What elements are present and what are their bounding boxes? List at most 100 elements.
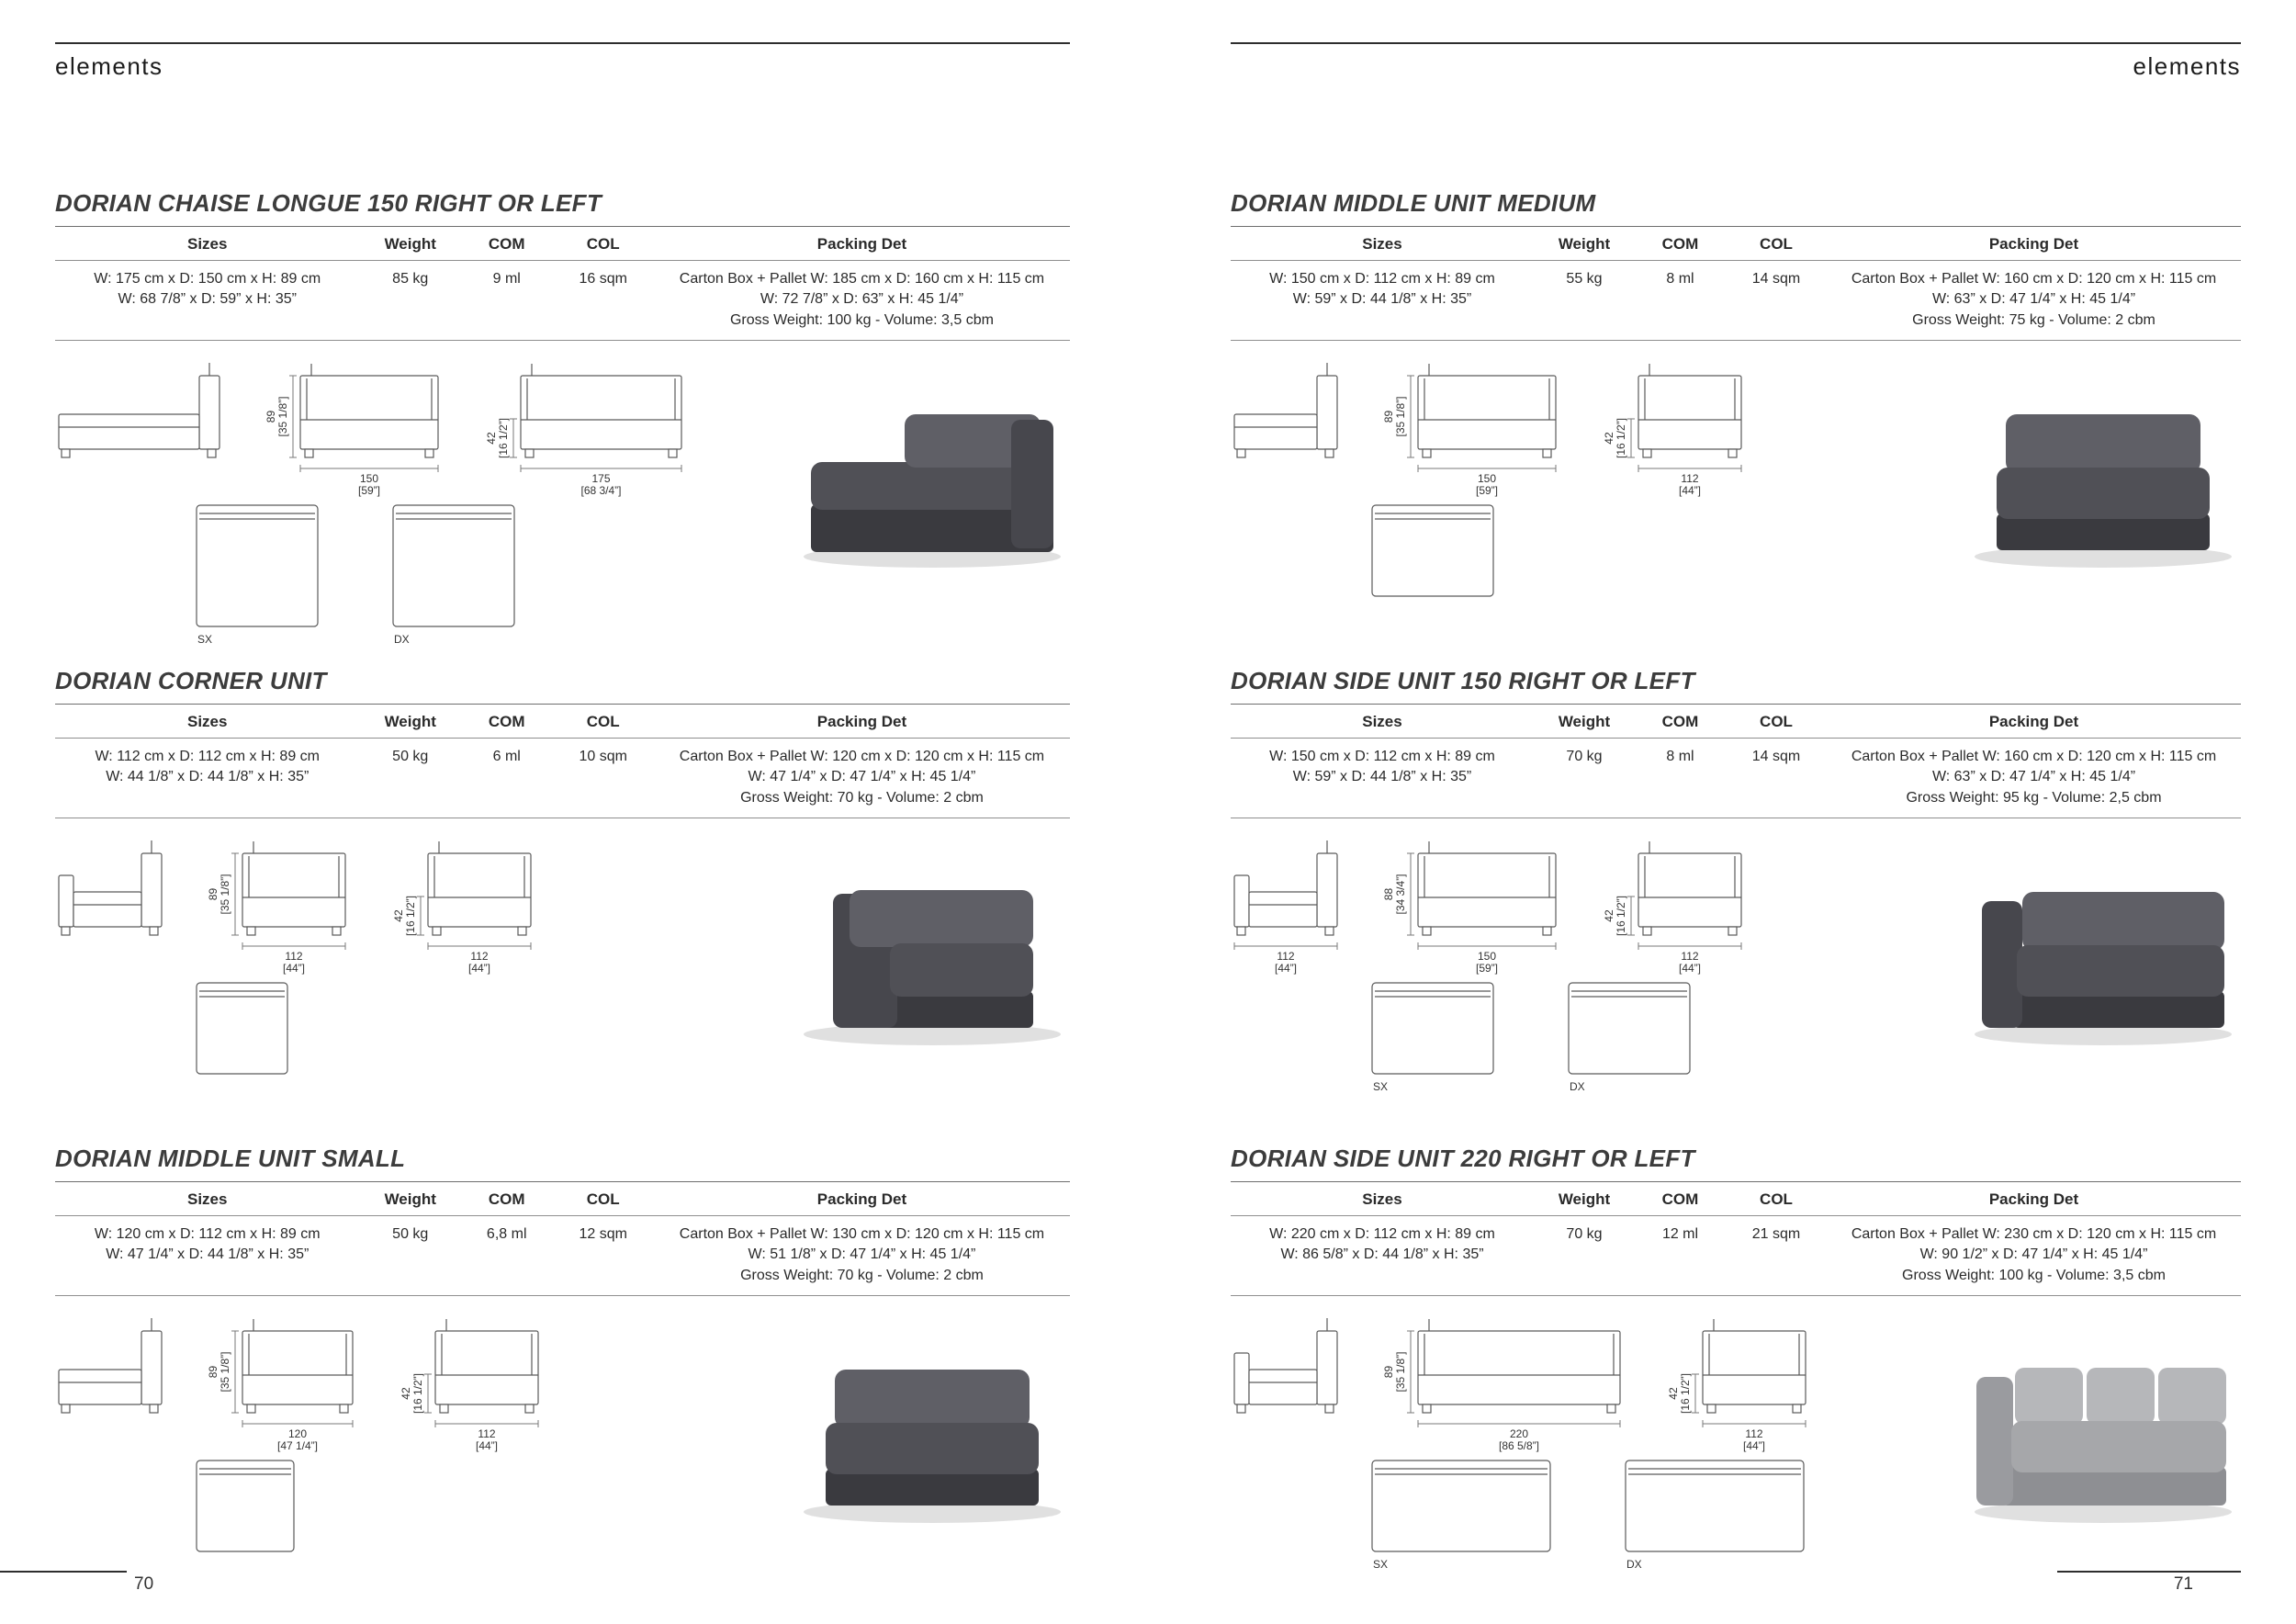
col-header-com: COM — [488, 713, 525, 730]
front-elevation-drawing: 88[34 3/4”]150[59”] — [1383, 841, 1557, 975]
col-header-col: COL — [1760, 1190, 1793, 1208]
svg-text:[16 1/2”]: [16 1/2”] — [404, 896, 417, 936]
product-photo — [804, 1370, 1061, 1524]
section-title: DORIAN SIDE UNIT 150 RIGHT OR LEFT — [1231, 667, 2241, 705]
brand-logo: elements — [55, 52, 163, 80]
packing-line-3: Gross Weight: 75 kg - Volume: 2 cbm — [1912, 311, 2155, 328]
col-header-sizes: Sizes — [1362, 235, 1402, 253]
col-header-weight: Weight — [384, 235, 436, 253]
svg-text:42: 42 — [486, 432, 498, 445]
packing-cell: Carton Box + Pallet W: 230 cm x D: 120 c… — [1827, 1216, 2241, 1295]
technical-drawings: 89[35 1/8”]220[86 5/8”]42[16 1/2”]112[44… — [1231, 1314, 2241, 1574]
spec-table-row: W: 150 cm x D: 112 cm x H: 89 cm W: 59” … — [1231, 739, 2241, 819]
col-header-col: COL — [1760, 713, 1793, 730]
packing-line-2: W: 72 7/8” x D: 63” x H: 45 1/4” — [760, 291, 964, 308]
col-header-com: COM — [488, 1190, 525, 1208]
col-header-packing: Packing Det — [816, 235, 907, 253]
sizes-in: W: 47 1/4” x D: 44 1/8” x H: 35” — [106, 1246, 310, 1263]
side-profile-drawing — [58, 840, 163, 936]
svg-text:112: 112 — [1277, 950, 1294, 963]
plan-view-drawing — [1371, 504, 1494, 597]
col-header-packing: Packing Det — [1988, 1190, 2079, 1208]
header-rule: elements — [55, 42, 1070, 81]
col-header-weight: Weight — [1558, 1190, 1611, 1208]
svg-text:42: 42 — [400, 1387, 412, 1400]
page-footer: 71 — [2057, 1571, 2241, 1602]
packing-line-3: Gross Weight: 100 kg - Volume: 3,5 cbm — [729, 311, 994, 328]
plan-view-drawing: SX — [1371, 1460, 1551, 1571]
sizes-cm: W: 112 cm x D: 112 cm x H: 89 cm — [95, 749, 320, 764]
product-section: DORIAN SIDE UNIT 220 RIGHT OR LEFT Sizes… — [1231, 1145, 2241, 1622]
page-footer: 70 — [0, 1571, 211, 1602]
section-title: DORIAN MIDDLE UNIT MEDIUM — [1231, 189, 2241, 227]
packing-line-2: W: 63” x D: 47 1/4” x H: 45 1/4” — [1931, 769, 2136, 785]
front-elevation-drawing: 89[35 1/8”]112[44”] — [208, 841, 346, 975]
front-elevation-drawing: 42[16 1/2”]112[44”] — [400, 1319, 539, 1452]
header-rule: elements — [1231, 42, 2241, 81]
col-header-sizes: Sizes — [187, 1190, 228, 1208]
plan-view-drawing — [196, 982, 288, 1075]
weight-value: 50 kg — [392, 749, 429, 764]
orientation-label: DX — [1570, 1080, 1585, 1093]
packing-cell: Carton Box + Pallet W: 120 cm x D: 120 c… — [654, 739, 1070, 818]
side-profile-drawing — [1233, 363, 1338, 458]
svg-text:42: 42 — [393, 909, 405, 922]
col-header-weight: Weight — [1558, 713, 1611, 730]
packing-line-1: Carton Box + Pallet W: 130 cm x D: 120 c… — [679, 1226, 1045, 1242]
sizes-in: W: 59” x D: 44 1/8” x H: 35” — [1292, 291, 1472, 308]
spec-table-header: Sizes Weight COM COL Packing Det — [1231, 1182, 2241, 1216]
packing-line-1: Carton Box + Pallet W: 230 cm x D: 120 c… — [1851, 1226, 2217, 1242]
sizes-cell: W: 150 cm x D: 112 cm x H: 89 cm W: 59” … — [1231, 739, 1534, 818]
col-header-col: COL — [586, 1190, 620, 1208]
product-photo — [1975, 892, 2232, 1046]
front-elevation-drawing: 89[35 1/8”]150[59”] — [1383, 364, 1557, 497]
col-header-col: COL — [1760, 235, 1793, 253]
product-section: DORIAN SIDE UNIT 150 RIGHT OR LEFT Sizes… — [1231, 667, 2241, 1145]
line-drawings: 89[35 1/8”]150[59”]42[16 1/2”]175[68 3/4… — [55, 359, 769, 649]
technical-drawings: 89[35 1/8”]150[59”]42[16 1/2”]175[68 3/4… — [55, 359, 1070, 649]
packing-line-2: W: 90 1/2” x D: 47 1/4” x H: 45 1/4” — [1919, 1246, 2148, 1263]
svg-text:112: 112 — [1745, 1427, 1762, 1440]
orientation-label: SX — [1373, 1558, 1388, 1571]
packing-line-1: Carton Box + Pallet W: 120 cm x D: 120 c… — [679, 749, 1045, 764]
col-header-packing: Packing Det — [816, 713, 907, 730]
svg-text:89: 89 — [265, 411, 277, 423]
svg-text:150: 150 — [360, 472, 378, 485]
packing-line-3: Gross Weight: 70 kg - Volume: 2 cbm — [740, 1267, 984, 1283]
svg-text:[44”]: [44”] — [1275, 962, 1297, 975]
svg-text:[34 3/4”]: [34 3/4”] — [1394, 874, 1407, 915]
sizes-cell: W: 120 cm x D: 112 cm x H: 89 cm W: 47 1… — [55, 1216, 360, 1295]
sizes-cell: W: 220 cm x D: 112 cm x H: 89 cm W: 86 5… — [1231, 1216, 1534, 1295]
spec-table-header: Sizes Weight COM COL Packing Det — [1231, 705, 2241, 739]
svg-text:[86 5/8”]: [86 5/8”] — [1499, 1439, 1539, 1452]
brand-logo: elements — [2133, 52, 2241, 80]
svg-text:112: 112 — [478, 1427, 495, 1440]
svg-text:42: 42 — [1604, 432, 1615, 445]
side-profile-drawing — [1233, 1318, 1338, 1414]
col-header-packing: Packing Det — [1988, 713, 2079, 730]
svg-text:[35 1/8”]: [35 1/8”] — [276, 397, 289, 437]
col-header-weight: Weight — [384, 713, 436, 730]
col-header-sizes: Sizes — [187, 713, 228, 730]
com-value: 6 ml — [492, 749, 521, 764]
orientation-label: DX — [394, 633, 410, 646]
col-value: 12 sqm — [579, 1226, 627, 1242]
svg-text:150: 150 — [1478, 472, 1496, 485]
col-value: 14 sqm — [1751, 749, 1801, 764]
product-section: DORIAN CHAISE LONGUE 150 RIGHT OR LEFT S… — [55, 189, 1070, 667]
plan-view-drawing: DX — [1568, 982, 1691, 1093]
page-number: 71 — [2173, 1574, 2193, 1594]
col-header-col: COL — [586, 713, 620, 730]
spec-table-row: W: 120 cm x D: 112 cm x H: 89 cm W: 47 1… — [55, 1216, 1070, 1297]
section-title: DORIAN CHAISE LONGUE 150 RIGHT OR LEFT — [55, 189, 1070, 227]
packing-line-1: Carton Box + Pallet W: 185 cm x D: 160 c… — [679, 271, 1045, 287]
svg-text:42: 42 — [1668, 1387, 1680, 1400]
footer-rule — [2057, 1571, 2241, 1573]
svg-text:[35 1/8”]: [35 1/8”] — [1394, 1352, 1407, 1393]
svg-text:89: 89 — [1383, 411, 1395, 423]
col-value: 21 sqm — [1751, 1226, 1801, 1242]
svg-text:[44”]: [44”] — [1679, 962, 1701, 975]
svg-text:112: 112 — [1681, 950, 1698, 963]
front-elevation-drawing: 42[16 1/2”]175[68 3/4”] — [486, 364, 682, 497]
